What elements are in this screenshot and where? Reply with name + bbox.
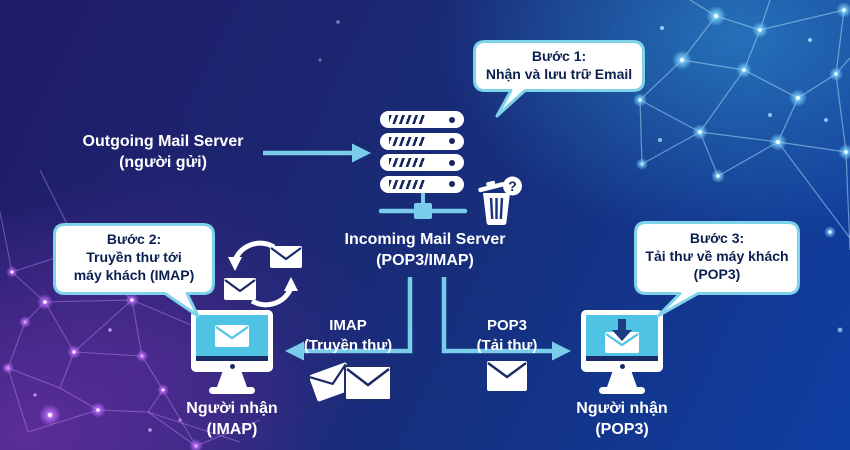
envelope-icon xyxy=(224,278,256,300)
bubble-step1-title: Bước 1: xyxy=(531,48,587,64)
mail-icon xyxy=(487,361,527,391)
screen-taskbar xyxy=(196,356,268,361)
envelope-icon xyxy=(310,362,356,402)
outgoing-server-line2: (người gửi) xyxy=(119,153,207,171)
bubble-shape xyxy=(53,223,215,318)
mail-icon xyxy=(215,325,249,347)
monitor-stand xyxy=(217,372,247,387)
monitor-stand xyxy=(607,372,637,387)
monitor-screen xyxy=(196,315,268,361)
bubble-step2-line: máy khách (IMAP) xyxy=(73,266,195,283)
server-vents xyxy=(389,115,425,124)
incoming-server-line2: (POP3/IMAP) xyxy=(376,251,474,269)
mail-download-icon xyxy=(605,319,639,353)
pop3-flow-line1: POP3 xyxy=(486,317,528,334)
pop3-flow-line2: (Tải thư) xyxy=(476,336,538,354)
bubble-step3-text: Bước 3: Tải thư về máy khách (POP3) xyxy=(634,221,800,283)
incoming-server-line1: Incoming Mail Server xyxy=(344,231,506,248)
bubble-shape xyxy=(473,40,645,118)
incoming-server-label: Incoming Mail Server (POP3/IMAP) xyxy=(330,230,520,272)
mail-sync-icon xyxy=(224,240,302,308)
imap-flow-label: IMAP (Truyền thư) xyxy=(288,316,408,355)
speech-bubble-step1: Bước 1: Nhận và lưu trữ Email xyxy=(473,40,645,120)
server-vents xyxy=(389,179,425,189)
monitor-frame xyxy=(581,310,663,372)
power-led xyxy=(229,364,235,369)
imap-flow-line2: (Truyền thư) xyxy=(303,336,393,354)
server-led xyxy=(449,116,455,123)
bubble-step1-line: Nhận và lưu trữ Email xyxy=(485,65,633,82)
speech-bubble-step2: Bước 2: Truyền thư tới máy khách (IMAP) xyxy=(53,223,215,321)
server-icon xyxy=(380,111,464,197)
bubble-step1-text: Bước 1: Nhận và lưu trữ Email xyxy=(473,40,645,84)
client-computer-imap xyxy=(191,310,273,394)
receiver-imap-line2: (IMAP) xyxy=(206,420,258,438)
server-unit xyxy=(380,175,464,193)
outgoing-server-label: Outgoing Mail Server (người gửi) xyxy=(60,132,266,174)
bubble-step2-title: Bước 2: xyxy=(106,231,162,247)
bubble-step3-title: Bước 3: xyxy=(689,230,745,246)
mail-pair-icon xyxy=(310,362,392,402)
pop3-flow-label: POP3 (Tải thư) xyxy=(447,316,567,355)
question-mark-glyph: ? xyxy=(508,178,517,194)
power-led xyxy=(619,364,625,369)
server-led xyxy=(449,181,455,187)
outgoing-server-line1: Outgoing Mail Server xyxy=(82,133,244,150)
imap-flow-line1: IMAP xyxy=(329,317,367,334)
server-vents xyxy=(389,136,425,146)
monitor-frame xyxy=(191,310,273,372)
bubble-step2-text: Bước 2: Truyền thư tới máy khách (IMAP) xyxy=(53,223,215,284)
bubble-step3-line: (POP3) xyxy=(693,265,741,282)
envelope-icon xyxy=(344,365,392,401)
bubble-shape xyxy=(634,221,800,318)
trash-question-icon: ? xyxy=(478,176,522,225)
server-vents xyxy=(389,158,425,167)
screen-taskbar xyxy=(586,356,658,361)
monitor-screen xyxy=(586,315,658,361)
client-computer-pop3 xyxy=(581,310,663,394)
server-unit xyxy=(380,132,464,150)
receiver-pop3-line2: (POP3) xyxy=(595,420,649,438)
envelope-icon xyxy=(270,246,302,268)
server-unit xyxy=(380,154,464,171)
server-led xyxy=(449,138,455,144)
server-unit xyxy=(380,111,464,128)
receiver-pop3-line1: Người nhận xyxy=(576,400,668,417)
bubble-step3-line: Tải thư về máy khách xyxy=(645,247,789,264)
receiver-imap-line1: Người nhận xyxy=(186,400,278,417)
speech-bubble-step3: Bước 3: Tải thư về máy khách (POP3) xyxy=(634,221,800,321)
bubble-step2-line: Truyền thư tới xyxy=(86,248,182,265)
monitor-base xyxy=(599,387,645,394)
server-led xyxy=(449,159,455,166)
monitor-base xyxy=(209,387,255,394)
receiver-imap-label: Người nhận (IMAP) xyxy=(157,399,307,441)
receiver-pop3-label: Người nhận (POP3) xyxy=(547,399,697,441)
